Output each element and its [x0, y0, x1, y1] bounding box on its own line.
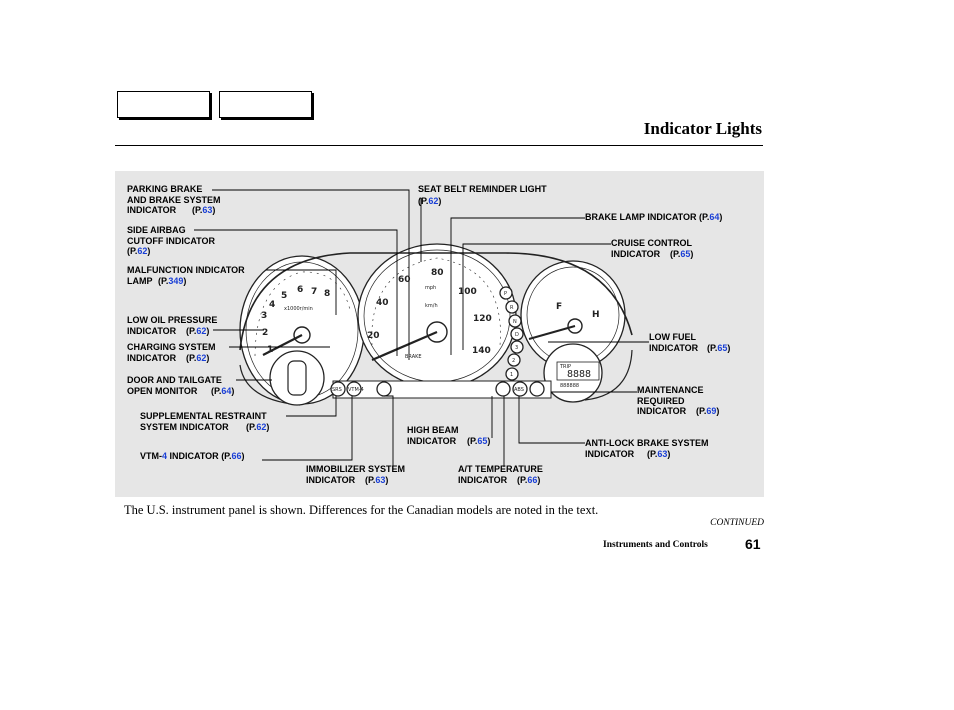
- tach-num-3: 3: [261, 311, 267, 321]
- label-door-tailgate: DOOR AND TAILGATE OPEN MONITOR(P.64): [127, 375, 235, 396]
- label-at-temp: A/T TEMPERATURE INDICATOR(P.66): [458, 464, 543, 485]
- footer-section: Instruments and Controls: [603, 540, 708, 550]
- page-number: 61: [745, 536, 761, 552]
- label-srs: SUPPLEMENTAL RESTRAINT SYSTEM INDICATOR(…: [140, 411, 270, 432]
- label-immobilizer: IMMOBILIZER SYSTEM INDICATOR(P.63): [306, 464, 405, 485]
- gear-1: 1: [510, 372, 513, 378]
- tach-unit: x1000r/min: [284, 306, 313, 312]
- nav-tab-1[interactable]: [117, 91, 210, 118]
- gear-3: 3: [515, 345, 518, 351]
- tach-num-8: 8: [324, 289, 330, 299]
- label-high-beam: HIGH BEAM INDICATOR(P.65): [407, 425, 491, 446]
- lamp-abs: ABS: [514, 387, 524, 393]
- label-malfunction: MALFUNCTION INDICATOR LAMP(P.349): [127, 265, 245, 286]
- speed-140: 140: [472, 346, 491, 356]
- temp-h: H: [592, 310, 600, 320]
- odometer-display: [543, 343, 603, 403]
- gear-2: 2: [512, 358, 515, 364]
- label-charging: CHARGING SYSTEM INDICATOR(P.62): [127, 342, 216, 363]
- title-rule: [115, 145, 763, 146]
- speedometer: [357, 243, 517, 389]
- label-maintenance: MAINTENANCE REQUIRED INDICATOR(P.69): [637, 385, 720, 416]
- tach-num-6: 6: [297, 285, 303, 295]
- fuel-f: F: [556, 302, 562, 312]
- tach-num-5: 5: [281, 291, 287, 301]
- odo-trip: TRIP: [559, 364, 571, 370]
- gear-r: R: [510, 305, 514, 311]
- label-low-oil: LOW OIL PRESSURE INDICATOR(P.62): [127, 315, 218, 336]
- tach-num-4: 4: [269, 300, 275, 310]
- lamp-vtm: VTM-4: [348, 387, 364, 393]
- gear-n: N: [513, 319, 517, 325]
- figure-caption: The U.S. instrument panel is shown. Diff…: [124, 503, 599, 517]
- speed-20: 20: [367, 331, 380, 341]
- page-title: Indicator Lights: [643, 119, 762, 138]
- speed-100: 100: [458, 287, 477, 297]
- label-side-airbag: SIDE AIRBAG CUTOFF INDICATOR(P.62): [127, 225, 215, 256]
- door-monitor: [269, 350, 325, 406]
- label-seat-belt: SEAT BELT REMINDER LIGHT(P.62): [418, 184, 547, 206]
- label-abs: ANTI-LOCK BRAKE SYSTEM INDICATOR(P.63): [585, 438, 709, 459]
- label-vtm4: VTM-4 INDICATOR (P.66): [140, 451, 245, 461]
- lamp-brake: BRAKE: [405, 354, 422, 360]
- unit-kmh: km/h: [425, 303, 438, 309]
- speed-120: 120: [473, 314, 492, 324]
- gear-p: P: [504, 291, 507, 297]
- label-parking-brake: PARKING BRAKE AND BRAKE SYSTEM INDICATOR…: [127, 184, 221, 215]
- label-cruise: CRUISE CONTROL INDICATOR(P.65): [611, 238, 694, 259]
- speed-40: 40: [376, 298, 389, 308]
- label-brake-lamp: BRAKE LAMP INDICATOR (P.64): [585, 212, 723, 222]
- unit-mph: mph: [425, 285, 436, 291]
- tach-num-7: 7: [311, 287, 317, 297]
- label-low-fuel: LOW FUEL INDICATOR(P.65): [649, 332, 731, 353]
- nav-tab-2[interactable]: [219, 91, 312, 118]
- speed-80: 80: [431, 268, 444, 278]
- tach-num-2: 2: [262, 328, 268, 338]
- odo-lower: 888888: [560, 383, 579, 389]
- gear-d: D: [515, 332, 519, 338]
- continued-note: CONTINUED: [710, 518, 764, 528]
- lamp-srs: SRS: [332, 387, 342, 393]
- tach-num-1: 1: [267, 345, 273, 355]
- speed-60: 60: [398, 275, 411, 285]
- odo-digits: 8888: [567, 369, 591, 380]
